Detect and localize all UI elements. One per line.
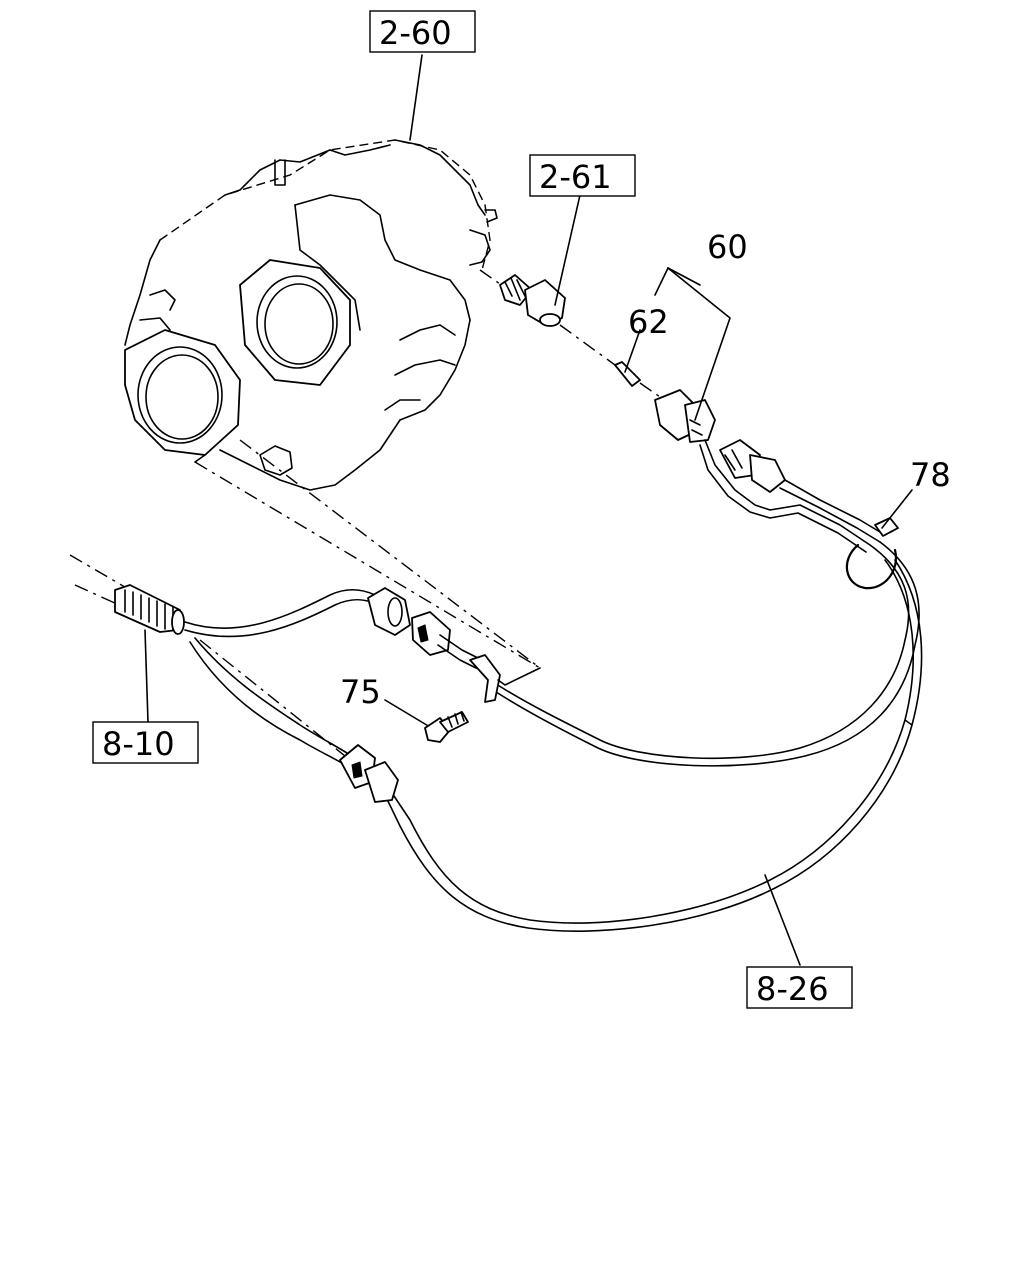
transmission-housing (124, 139, 541, 669)
callout-2-61-text: 2-61 (539, 158, 612, 196)
terminal-pin (614, 361, 661, 398)
callout-60-text: 60 (707, 228, 748, 266)
callout-75-text: 75 (340, 673, 381, 711)
callout-62-text: 62 (628, 303, 669, 341)
callout-8-26-text: 8-26 (756, 970, 829, 1008)
main-harness-tube (69, 554, 379, 766)
callout-8-10-text: 8-10 (102, 725, 175, 763)
callout-8-26: 8-26 (746, 966, 853, 1009)
harness-connector (654, 389, 716, 443)
wiring-harness (384, 439, 923, 932)
leader-lines (144, 54, 913, 966)
callout-2-61: 2-61 (529, 154, 636, 197)
inline-connector-lower (339, 744, 399, 803)
sensor-connector (719, 439, 786, 493)
bolt (384, 699, 469, 743)
callout-2-60-text: 2-60 (379, 14, 452, 52)
callout-8-10: 8-10 (92, 721, 199, 764)
callout-78-text: 78 (910, 456, 951, 494)
inline-connector-upper (367, 587, 541, 703)
pressure-switch (479, 269, 616, 366)
callout-2-60: 2-60 (369, 10, 476, 53)
